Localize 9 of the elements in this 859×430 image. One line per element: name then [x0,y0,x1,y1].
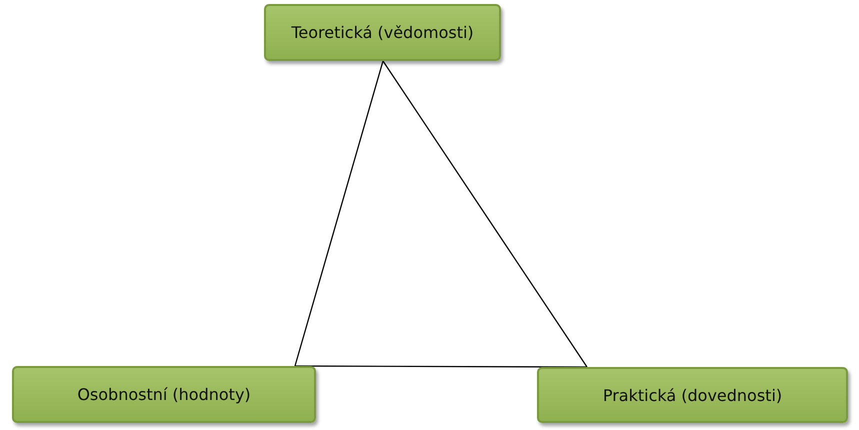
box-label: Teoretická (vědomosti) [291,23,474,42]
label-box [12,366,316,423]
triangle-side [382,60,588,368]
box-label: Praktická (dovednosti) [602,386,782,404]
triangle-side [295,365,587,368]
triangle-side [294,60,384,366]
label-box [537,367,848,423]
label-box [264,4,501,61]
box-label: Osobnostní (hodnoty) [77,385,251,404]
